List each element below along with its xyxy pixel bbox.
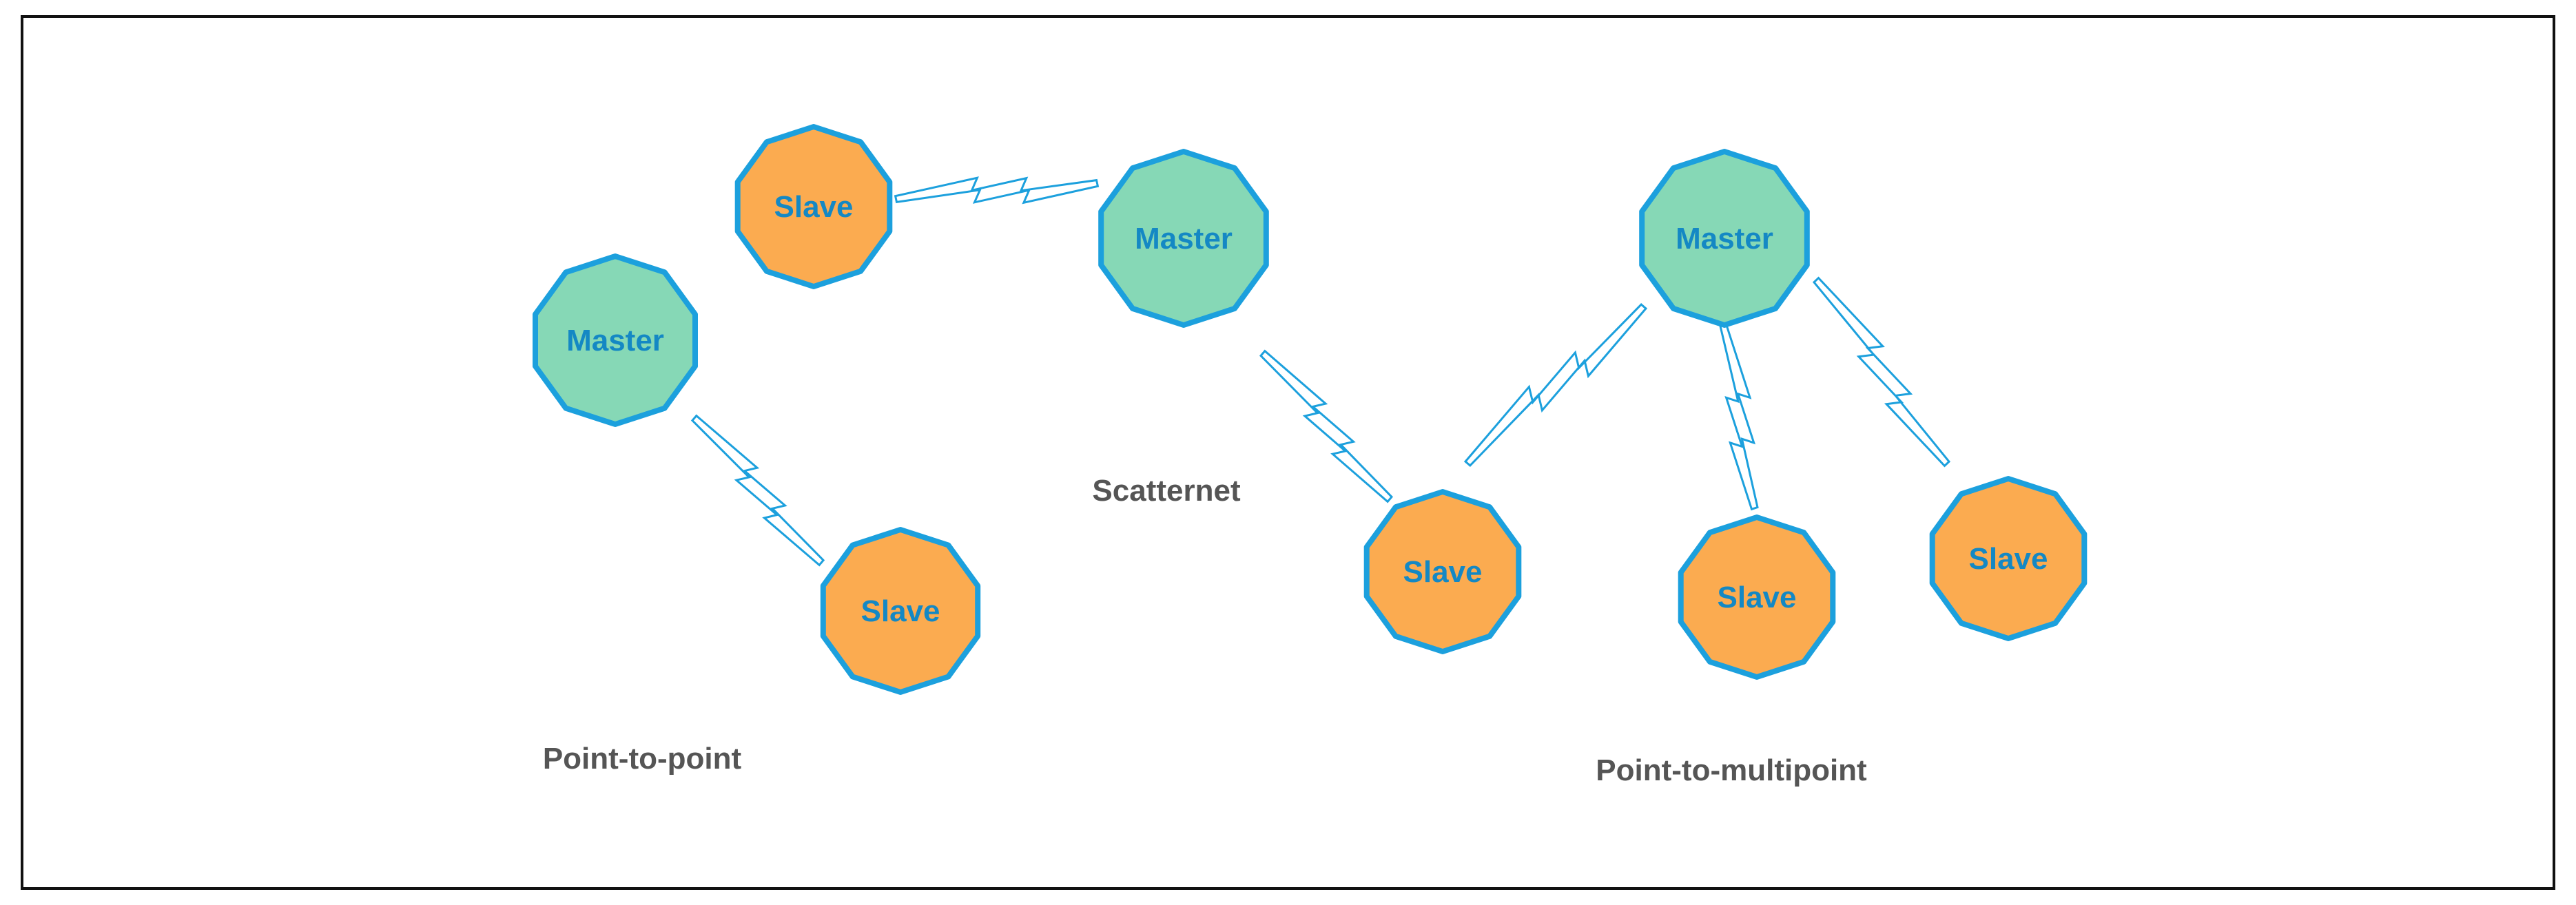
decagon-icon	[820, 527, 981, 695]
decagon-icon	[1678, 514, 1836, 680]
lightning-bolt-icon	[894, 176, 1100, 205]
nodes-layer: MasterSlaveSlaveMasterSlaveMasterSlaveSl…	[533, 124, 2088, 695]
decagon-icon	[1098, 149, 1269, 328]
caption-scatternet: Scatternet	[1092, 474, 1241, 508]
lightning-bolt-icon	[690, 414, 825, 567]
decagon-icon	[1929, 476, 2088, 641]
master-label: Master	[1676, 222, 1773, 256]
decagon-icon	[734, 124, 893, 289]
frame-border	[21, 15, 2555, 890]
slave-node: Slave	[1929, 476, 2088, 641]
decagon-icon	[1363, 489, 1522, 654]
lightning-bolt-icon	[1812, 276, 1951, 468]
slave-label: Slave	[1403, 555, 1483, 589]
slave-label: Slave	[1718, 581, 1797, 614]
caption-point-to-point: Point-to-point	[543, 742, 742, 776]
decagon-icon	[1639, 149, 1810, 328]
master-node: Master	[1639, 149, 1810, 328]
slave-label: Slave	[861, 594, 940, 628]
decagon-icon	[533, 253, 698, 427]
caption-point-to-multipoint: Point-to-multipoint	[1596, 753, 1867, 787]
links-layer	[690, 176, 1951, 567]
master-label: Master	[1135, 222, 1233, 256]
master-node: Master	[533, 253, 698, 427]
master-label: Master	[566, 324, 664, 357]
slave-node: Slave	[1678, 514, 1836, 680]
slave-node: Slave	[734, 124, 893, 289]
slave-node: Slave	[820, 527, 981, 695]
master-node: Master	[1098, 149, 1269, 328]
slave-label: Slave	[1969, 542, 2048, 576]
slave-node: Slave	[1363, 489, 1522, 654]
lightning-bolt-icon	[1463, 303, 1648, 467]
lightning-bolt-icon	[1259, 349, 1394, 503]
lightning-bolt-icon	[1719, 322, 1759, 511]
slave-label: Slave	[774, 190, 854, 224]
